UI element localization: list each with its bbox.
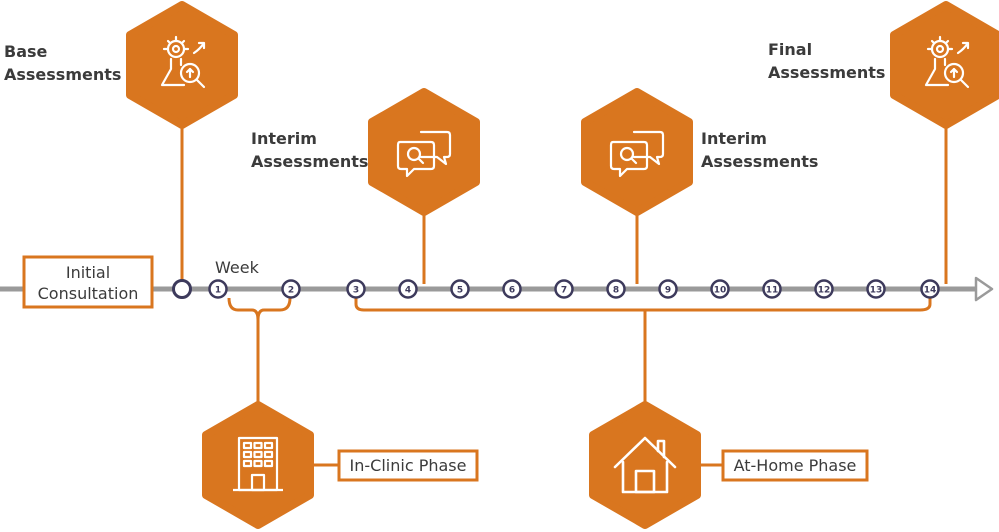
- week-number: 6: [509, 286, 515, 296]
- in-clinic-phase-box: [337, 449, 479, 482]
- week-marker-circle: [866, 279, 886, 299]
- interim1-label-line1: Interim: [251, 129, 317, 148]
- week-marker-6: 6: [502, 279, 522, 299]
- week-number: 13: [870, 286, 883, 296]
- in-clinic-bracket: [227, 297, 292, 321]
- week-marker-circle: [554, 279, 574, 299]
- base-hexagon: [126, 1, 238, 129]
- week-marker-circle: [658, 279, 678, 299]
- at-home-bracket: [354, 298, 932, 312]
- week-number: 8: [613, 286, 619, 296]
- interim2-label-line1: Interim: [701, 129, 767, 148]
- week-number: 2: [288, 286, 294, 296]
- base-label-line1: Base: [4, 42, 48, 61]
- week-label: Week: [215, 258, 260, 277]
- week-marker-circle: [920, 279, 940, 299]
- week-marker-circle: [346, 279, 366, 299]
- at-home-phase-label: At-Home Phase: [734, 456, 857, 475]
- week-marker-circle: [502, 279, 522, 299]
- week-marker-circle: [606, 279, 626, 299]
- week-marker-9: 9: [658, 279, 678, 299]
- week-marker-12: 12: [814, 279, 834, 299]
- week-marker-13: 13: [866, 279, 886, 299]
- initial-consultation-label-line2: Consultation: [38, 284, 139, 303]
- interim1-hexagon: [368, 88, 480, 216]
- at-home-hexagon: [589, 401, 701, 529]
- week-number: 3: [353, 286, 359, 296]
- week-number: 9: [665, 286, 671, 296]
- week-marker-circle: [398, 279, 418, 299]
- week-marker-circle: [710, 279, 730, 299]
- week-marker-8: 8: [606, 279, 626, 299]
- week-marker-4: 4: [398, 279, 418, 299]
- timeline-arrowhead: [974, 276, 994, 302]
- week-number: 10: [714, 286, 727, 296]
- base-label-line2: Assessments: [4, 65, 121, 84]
- week-marker-1: 1: [208, 279, 228, 299]
- week-marker-circle: [450, 279, 470, 299]
- final-hexagon: [890, 1, 999, 129]
- at-home-phase-box: [721, 449, 869, 482]
- week-marker-2: 2: [281, 279, 301, 299]
- initial-consultation-label-line1: Initial: [66, 263, 110, 282]
- week-marker-10: 10: [710, 279, 730, 299]
- week-number: 11: [766, 286, 779, 296]
- hexagon-shape: [589, 401, 701, 529]
- in-clinic-phase-label: In-Clinic Phase: [350, 456, 467, 475]
- initial-consultation-box: [22, 255, 154, 309]
- week-marker-circle: [814, 279, 834, 299]
- interim2-label-line2: Assessments: [701, 152, 818, 171]
- week-marker-7: 7: [554, 279, 574, 299]
- week-marker-14: 14: [920, 279, 940, 299]
- final-label-line2: Assessments: [768, 63, 885, 82]
- week-number: 5: [457, 286, 463, 296]
- in-clinic-hexagon: [202, 401, 314, 529]
- week-marker-11: 11: [762, 279, 782, 299]
- week-number: 4: [405, 286, 411, 296]
- week-number: 1: [215, 286, 221, 296]
- week-marker-circle: [208, 279, 228, 299]
- hexagon-shape: [368, 88, 480, 216]
- week-number: 7: [561, 286, 567, 296]
- interim1-label-line2: Assessments: [251, 152, 368, 171]
- week-number: 12: [818, 286, 831, 296]
- week-marker-3: 3: [346, 279, 366, 299]
- week-marker-circle: [281, 279, 301, 299]
- interim2-hexagon: [581, 88, 693, 216]
- week-number: 14: [924, 286, 937, 296]
- week-marker-5: 5: [450, 279, 470, 299]
- week-marker-circle: [762, 279, 782, 299]
- hexagon-shape: [581, 88, 693, 216]
- final-label-line1: Final: [768, 40, 812, 59]
- base-assessment-marker: [172, 279, 192, 299]
